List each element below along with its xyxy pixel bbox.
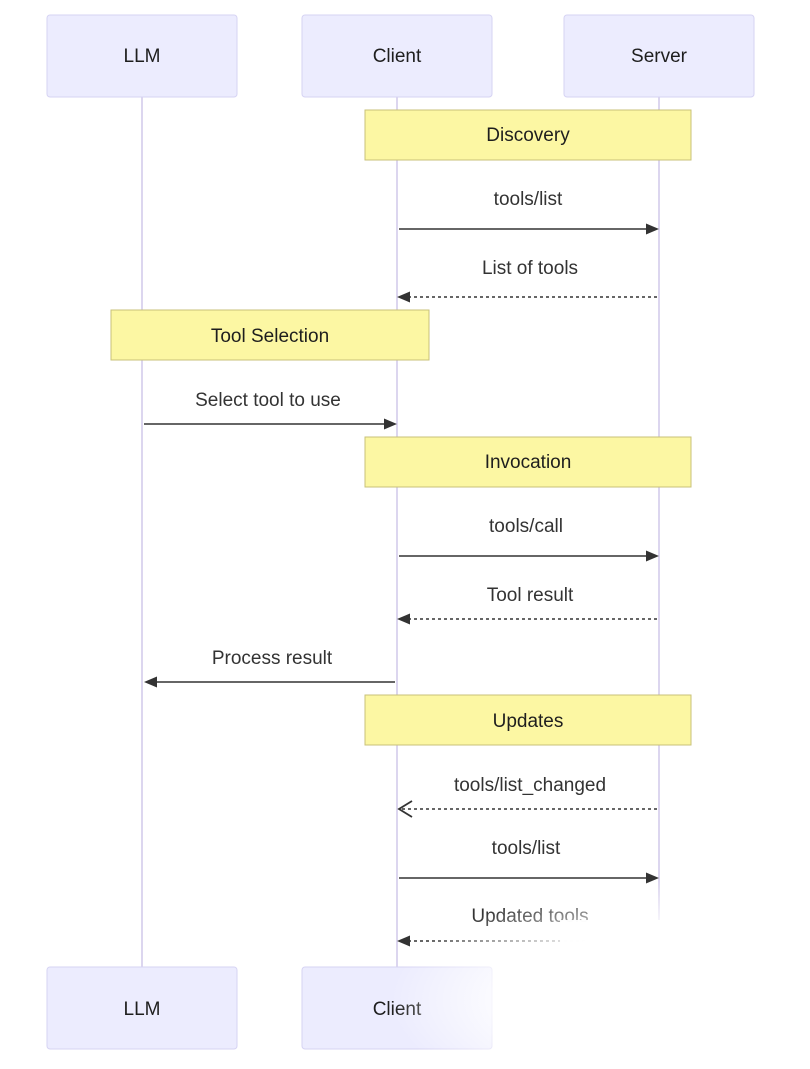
actor-client-bottom: Client [301,966,493,1050]
arrowhead-icon [646,872,659,884]
message-label: tools/list_changed [454,775,606,796]
message-label: Updated tools [471,906,588,927]
message-tools-list-2: tools/list [399,838,659,884]
actor-llm-bottom: LLM [46,966,238,1050]
arrowhead-icon [646,550,659,562]
arrowhead-icon [397,613,410,625]
arrowhead-icon [144,676,157,688]
message-updated-tools: Updated tools [397,906,657,947]
message-select-tool: Select tool to use [144,390,397,430]
note-label: Tool Selection [211,326,329,347]
message-label: tools/list [492,838,561,859]
arrowhead-icon [646,223,659,235]
actor-client-top: Client [301,14,493,98]
arrowhead-icon [384,418,397,430]
message-label: List of tools [482,258,578,279]
actor-llm-top: LLM [46,14,238,98]
arrowhead-icon [397,291,410,303]
message-tools-call: tools/call [399,516,659,562]
note-updates: Updates [364,694,692,746]
actor-label: Client [373,999,422,1020]
open-arrowhead-icon [397,800,413,818]
message-label: Process result [212,648,333,669]
message-process-result: Process result [144,648,395,688]
actor-server-bottom: Server [563,966,755,1050]
actor-label: Client [373,46,422,67]
actor-label: LLM [124,46,161,67]
note-discovery: Discovery [364,109,692,161]
actor-server-top: Server [563,14,755,98]
note-tool-selection: Tool Selection [110,309,430,361]
note-label: Discovery [486,125,570,146]
message-label: tools/list [494,189,563,210]
actor-label: Server [631,46,688,67]
message-tool-result: Tool result [397,585,657,625]
note-invocation: Invocation [364,436,692,488]
actor-label: Server [631,999,688,1020]
message-list-of-tools: List of tools [397,258,657,303]
note-label: Invocation [485,452,572,473]
message-tools-list: tools/list [399,189,659,235]
message-label: Select tool to use [195,390,341,411]
message-list-changed: tools/list_changed [397,775,657,818]
arrowhead-icon [397,935,410,947]
actor-label: LLM [124,999,161,1020]
message-label: tools/call [489,516,563,537]
note-label: Updates [493,711,564,732]
message-label: Tool result [487,585,574,606]
